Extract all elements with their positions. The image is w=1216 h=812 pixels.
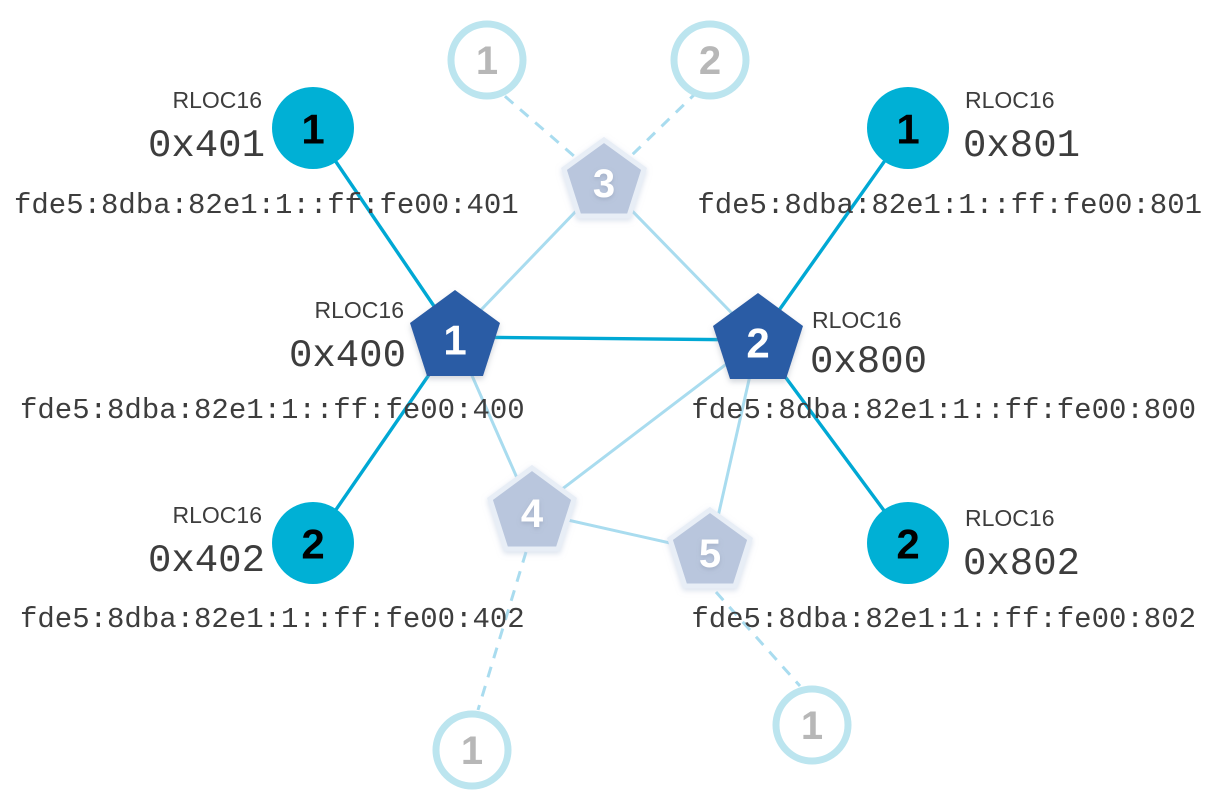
- link-400-800: [454, 335, 759, 342]
- link-r4-childbl: [476, 551, 528, 711]
- label-402-caption: RLOC16: [173, 502, 262, 528]
- faded-router-3-numeral: 3: [593, 162, 615, 206]
- faded-child-bottom-left: 1: [432, 710, 512, 790]
- label-802-rloc: 0x802: [963, 542, 1080, 586]
- faded-children-layer: 1 2 1 1: [432, 20, 852, 790]
- children-layer: 1 2 1 2: [272, 87, 949, 584]
- label-401-rloc: 0x401: [148, 124, 265, 168]
- faded-child-top-right: 2: [670, 20, 750, 100]
- child-401-node[interactable]: 1: [272, 87, 354, 169]
- link-801-800: [756, 127, 910, 341]
- link-401-400: [311, 127, 457, 338]
- label-802-caption: RLOC16: [965, 505, 1054, 531]
- label-800-address: fde5:8dba:82e1:1::ff:fe00:800: [691, 394, 1196, 427]
- label-800-caption: RLOC16: [812, 307, 901, 333]
- router-800-numeral: 2: [746, 320, 769, 367]
- label-401-caption: RLOC16: [173, 87, 262, 113]
- label-802-address: fde5:8dba:82e1:1::ff:fe00:802: [691, 603, 1196, 636]
- router-400-numeral: 1: [443, 317, 466, 364]
- label-801-caption: RLOC16: [965, 87, 1054, 113]
- child-802-node[interactable]: 2: [867, 502, 949, 584]
- faded-router-4-numeral: 4: [521, 492, 544, 536]
- link-800-r4: [531, 338, 759, 514]
- faded-router-5: 5: [667, 506, 753, 589]
- label-801-address: fde5:8dba:82e1:1::ff:fe00:801: [697, 189, 1202, 222]
- faded-child-top-left-numeral: 1: [476, 39, 498, 83]
- faded-child-top-right-numeral: 2: [699, 39, 721, 83]
- child-402-numeral: 2: [301, 521, 324, 568]
- label-402-rloc: 0x402: [148, 539, 265, 583]
- router-400-node[interactable]: 1: [410, 290, 500, 376]
- faded-child-bottom-right: 1: [772, 685, 852, 765]
- child-402-node[interactable]: 2: [272, 502, 354, 584]
- faded-child-bottom-right-numeral: 1: [801, 704, 823, 748]
- label-401-address: fde5:8dba:82e1:1::ff:fe00:401: [14, 189, 519, 222]
- router-800-node[interactable]: 2: [713, 293, 803, 379]
- child-801-numeral: 1: [896, 106, 919, 153]
- label-402-address: fde5:8dba:82e1:1::ff:fe00:402: [20, 603, 525, 636]
- label-800-rloc: 0x800: [810, 340, 927, 384]
- label-400-address: fde5:8dba:82e1:1::ff:fe00:400: [20, 394, 525, 427]
- label-801-rloc: 0x801: [963, 124, 1080, 168]
- label-400-rloc: 0x400: [289, 334, 406, 378]
- faded-routers-layer: 3 4 5: [487, 136, 753, 589]
- faded-router-3: 3: [561, 136, 647, 219]
- labels-layer: RLOC16 0x401 fde5:8dba:82e1:1::ff:fe00:4…: [14, 87, 1202, 636]
- link-r5-childbr: [714, 591, 802, 687]
- faded-router-5-numeral: 5: [699, 532, 721, 576]
- label-400-caption: RLOC16: [315, 297, 404, 323]
- child-401-numeral: 1: [301, 106, 324, 153]
- child-802-numeral: 2: [896, 521, 919, 568]
- routers-layer: 1 2: [410, 290, 803, 379]
- faded-router-4: 4: [487, 464, 577, 552]
- faded-child-top-left: 1: [447, 20, 527, 100]
- faded-child-bottom-left-numeral: 1: [461, 729, 483, 773]
- child-801-node[interactable]: 1: [867, 87, 949, 169]
